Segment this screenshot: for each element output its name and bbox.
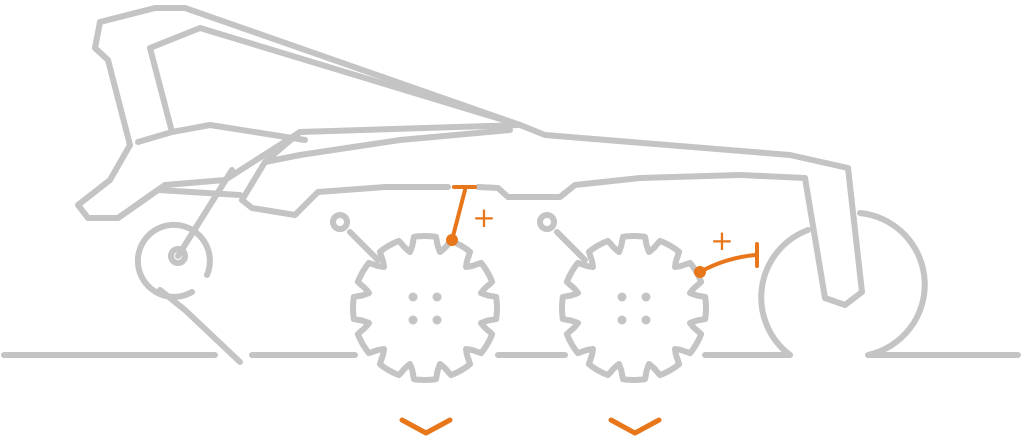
toothed-roller-right <box>537 212 709 383</box>
chevron-down-icon <box>608 417 662 436</box>
adjust-plus-right: + <box>710 224 733 257</box>
roller-hub-left <box>408 292 442 325</box>
adjuster-left: + <box>446 185 496 246</box>
rear-packer-wheel <box>758 210 928 358</box>
front-depth-wheel <box>134 167 243 365</box>
adjust-plus-left: + <box>472 201 495 234</box>
roller-hub-right <box>617 292 651 325</box>
adjuster-right: + <box>694 224 759 278</box>
main-frame <box>75 5 865 308</box>
toothed-roller-left <box>330 212 500 383</box>
chevron-down-icon <box>399 417 453 436</box>
roller-carriage <box>292 172 743 218</box>
